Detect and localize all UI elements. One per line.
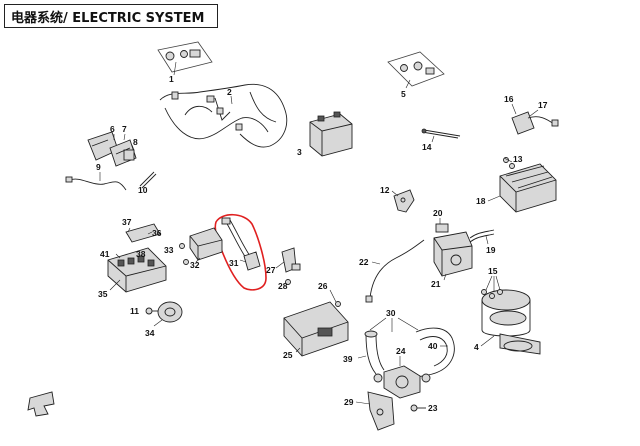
part-4-starter-assembly[interactable]	[480, 289, 541, 355]
part-31-ignition-coil[interactable]	[221, 217, 261, 271]
callout-13: 13	[513, 154, 523, 164]
callout-30: 30	[386, 308, 396, 318]
callout-1: 1	[169, 74, 174, 84]
callout-33: 33	[164, 245, 174, 255]
part-22-cable[interactable]	[365, 239, 425, 303]
part-16-17-relay[interactable]	[511, 103, 559, 135]
part-19-hose[interactable]	[469, 229, 495, 245]
part-23-bolt[interactable]	[410, 404, 426, 412]
callout-27: 27	[266, 265, 276, 275]
part-2-wire-harness[interactable]	[159, 83, 288, 148]
callout-14: 14	[422, 142, 432, 152]
callout-2: 2	[227, 87, 232, 97]
part-20-21-fuel-pump[interactable]	[433, 218, 473, 281]
part-14-strap[interactable]	[421, 128, 461, 143]
arrow-icon	[27, 391, 55, 417]
part-10-cable-tie[interactable]	[139, 171, 157, 189]
callout-10: 10	[138, 185, 148, 195]
highlight-callout-31	[214, 213, 267, 291]
callout-34: 34	[145, 328, 155, 338]
callout-11: 11	[130, 306, 139, 316]
callout-35: 35	[98, 289, 108, 299]
part-11-bolt[interactable]	[145, 307, 162, 315]
callout-25: 25	[283, 350, 293, 360]
callout-37: 37	[122, 217, 132, 227]
callout-18: 18	[476, 196, 486, 206]
callout-23: 23	[428, 403, 438, 413]
part-27-28-sensor[interactable]	[275, 247, 301, 285]
callout-8: 8	[133, 137, 138, 147]
part-24-throttle-body[interactable]	[355, 317, 455, 431]
part-1-connectors[interactable]	[157, 41, 213, 76]
callout-20: 20	[433, 208, 443, 218]
callout-15: 15	[488, 266, 498, 276]
callout-39: 39	[343, 354, 353, 364]
callout-22: 22	[359, 257, 369, 267]
callout-9: 9	[96, 162, 101, 172]
callout-17: 17	[538, 100, 548, 110]
part-18-regulator[interactable]	[487, 163, 557, 213]
callout-40: 40	[428, 341, 438, 351]
part-9-cable[interactable]	[65, 172, 127, 191]
callout-38: 38	[136, 249, 146, 259]
callout-26: 26	[318, 281, 328, 291]
part-12-bracket[interactable]	[391, 189, 415, 213]
callout-16: 16	[504, 94, 514, 104]
callout-3: 3	[297, 147, 302, 157]
callout-31: 31	[229, 258, 239, 268]
part-34-horn[interactable]	[153, 301, 183, 327]
part-13-bolt[interactable]	[503, 157, 515, 169]
callout-24: 24	[396, 346, 406, 356]
callout-4: 4	[474, 342, 479, 352]
callout-7: 7	[122, 124, 127, 134]
callout-5: 5	[401, 89, 406, 99]
callout-21: 21	[431, 279, 441, 289]
callout-19: 19	[486, 245, 496, 255]
part-6-7-8-switches[interactable]	[87, 131, 137, 167]
part-25-ecu[interactable]	[283, 289, 349, 357]
part-5-connectors[interactable]	[387, 51, 445, 89]
callout-41: 41	[100, 249, 110, 259]
callout-12: 12	[380, 185, 390, 195]
callout-32: 32	[190, 260, 200, 270]
callout-28: 28	[278, 281, 288, 291]
part-32-33-cdi[interactable]	[179, 227, 223, 265]
part-3-battery[interactable]	[309, 111, 353, 157]
callout-36: 36	[152, 228, 162, 238]
page-title: 电器系统/ ELECTRIC SYSTEM	[4, 4, 218, 28]
callout-29: 29	[344, 397, 354, 407]
part-35-fuse-box[interactable]	[107, 223, 167, 293]
part-15-bolts[interactable]	[481, 275, 503, 299]
callout-6: 6	[110, 124, 115, 134]
